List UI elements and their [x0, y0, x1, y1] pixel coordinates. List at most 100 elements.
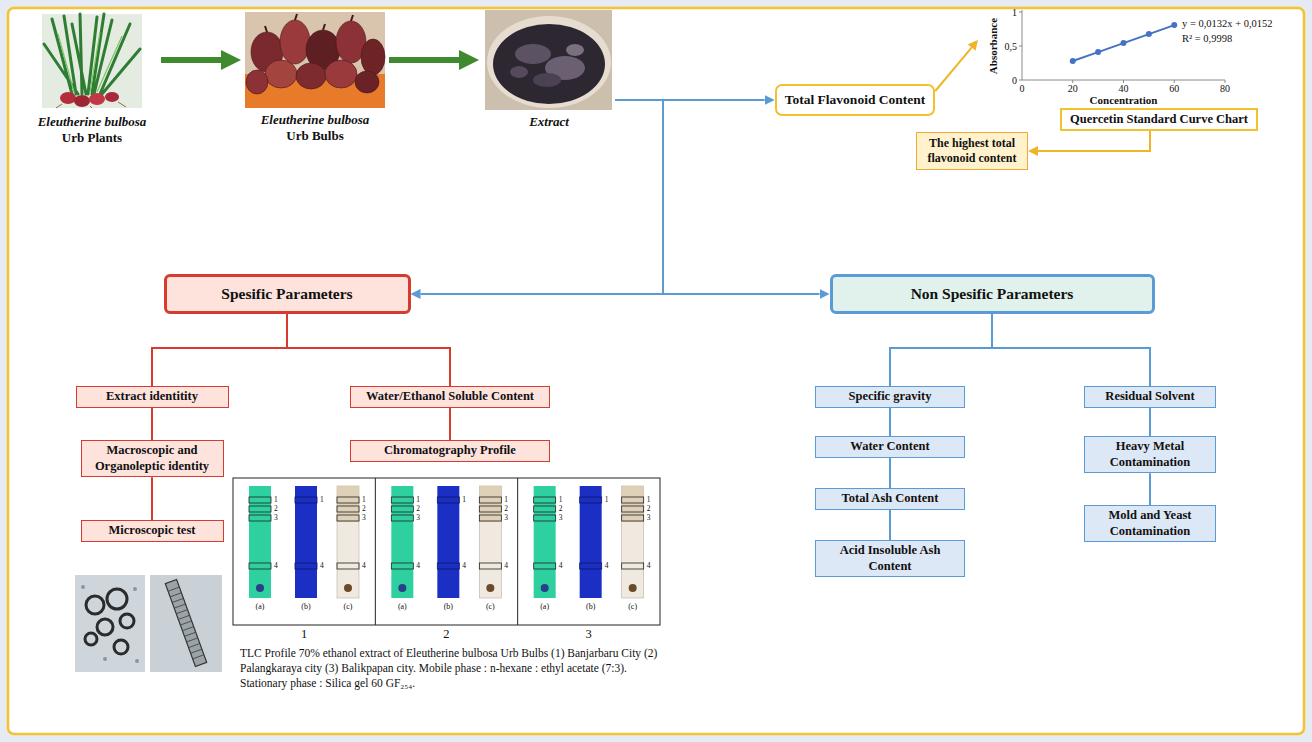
box-text: Non Spesific Parameters — [843, 285, 1142, 303]
axis-title: Concentration — [1090, 94, 1158, 106]
connector — [1149, 408, 1151, 436]
axis-tick: 0,5 — [1005, 41, 1018, 52]
connector — [889, 458, 891, 488]
axis-tick: 0 — [1020, 83, 1025, 94]
parameter-box: Chromatography Profile — [350, 440, 550, 462]
panel-number: 1 — [301, 628, 307, 642]
bulb-photo: Eleutherine bulbosaUrb Bulbs — [245, 12, 385, 143]
connector — [161, 57, 221, 63]
axis-tick: 20 — [1068, 83, 1078, 94]
band-number: 2 — [559, 505, 563, 513]
strip-letter: (c) — [486, 603, 495, 612]
band-number: 1 — [462, 496, 466, 504]
band-number: 2 — [504, 505, 508, 513]
box-text: Heavy Metal Contamination — [1089, 439, 1211, 470]
box-text: Total Flavonoid Content — [785, 92, 926, 108]
parameter-box: Mold and Yeast Contamination — [1084, 505, 1216, 542]
band-number: 2 — [416, 505, 420, 513]
box-text: Water/Ethanol Soluble Content — [355, 389, 545, 405]
parameter-box: Extract identitity — [76, 386, 229, 408]
band-number: 3 — [274, 514, 278, 522]
connector — [890, 314, 992, 386]
axis-tick: 60 — [1169, 83, 1179, 94]
panel-number: 2 — [443, 628, 449, 642]
band-number: 4 — [320, 562, 324, 570]
band-number: 1 — [274, 496, 278, 504]
parameter-box: Acid Insoluble Ash Content — [815, 540, 965, 577]
band-number: 4 — [559, 562, 563, 570]
band-number: 1 — [416, 496, 420, 504]
parameter-box: Water Content — [815, 436, 965, 458]
band-number: 1 — [362, 496, 366, 504]
band-number: 3 — [647, 514, 651, 522]
connector — [1149, 473, 1151, 505]
connector — [1038, 131, 1150, 151]
band-number: 1 — [504, 496, 508, 504]
connector — [151, 477, 153, 520]
box-text: Urb Bulbs — [245, 128, 385, 144]
axis-title: Absorbance — [987, 18, 999, 74]
process-box: Total Flavonoid Content — [775, 84, 936, 116]
connector — [615, 100, 820, 294]
extract-photo-art — [485, 10, 612, 110]
parameter-box: Macroscopic and Organoleptic identity — [81, 440, 224, 477]
band-number: 1 — [605, 496, 609, 504]
connector — [287, 314, 450, 386]
box-text: Spesific Parameters — [177, 285, 398, 303]
connector — [152, 314, 287, 386]
strip-letter: (a) — [398, 603, 407, 612]
connector — [889, 408, 891, 436]
connector — [421, 100, 664, 294]
figure-caption: TLC Profile 70% ethanol extract of Eleut… — [240, 646, 658, 691]
box-text: Microscopic test — [86, 523, 219, 539]
band-number: 1 — [647, 496, 651, 504]
parameter-box: Heavy Metal Contamination — [1084, 436, 1216, 473]
band-number: 4 — [362, 562, 366, 570]
box-text: Urb Plants — [27, 130, 157, 146]
axis-tick: 0 — [1012, 75, 1017, 86]
band-number: 4 — [462, 562, 466, 570]
band-number: 3 — [504, 514, 508, 522]
equation-label: y = 0,0132x + 0,0152 — [1182, 18, 1273, 30]
category-box: Spesific Parameters — [164, 274, 411, 314]
parameter-box: Microscopic test — [81, 520, 224, 542]
strip-letter: (b) — [301, 603, 310, 612]
band-number: 4 — [504, 562, 508, 570]
band-number: 1 — [559, 496, 563, 504]
connector — [449, 408, 451, 440]
band-number: 3 — [362, 514, 366, 522]
band-number: 2 — [647, 505, 651, 513]
category-box: Non Spesific Parameters — [830, 274, 1155, 314]
plant-photo-art — [42, 14, 142, 108]
box-text: Macroscopic and Organoleptic identity — [86, 443, 219, 474]
band-number: 4 — [416, 562, 420, 570]
bulb-photo-art — [245, 12, 385, 108]
box-text: Acid Insoluble Ash Content — [820, 543, 960, 574]
band-number: 4 — [647, 562, 651, 570]
strip-letter: (b) — [444, 603, 453, 612]
parameter-box: Water/Ethanol Soluble Content — [350, 386, 550, 408]
connector — [151, 408, 153, 440]
connector — [992, 314, 1150, 386]
species-name: Extract — [483, 114, 615, 130]
axis-tick: 40 — [1119, 83, 1129, 94]
result-box: The highest total flavonoid content — [916, 132, 1028, 170]
box-text: Extract identitity — [81, 389, 224, 405]
strip-letter: (c) — [628, 603, 637, 612]
band-number: 4 — [605, 562, 609, 570]
strip-letter: (a) — [256, 603, 265, 612]
band-number: 3 — [559, 514, 563, 522]
band-number: 2 — [362, 505, 366, 513]
parameter-box: Residual Solvent — [1084, 386, 1216, 408]
panel-number: 3 — [586, 628, 592, 642]
box-text: Water Content — [820, 439, 960, 455]
extract-photo: Extract — [483, 10, 615, 130]
frame — [8, 8, 1304, 734]
band-number: 2 — [274, 505, 278, 513]
box-text: The highest total flavonoid content — [921, 136, 1023, 166]
parameter-box: Specific gravity — [815, 386, 965, 408]
strip-letter: (c) — [344, 603, 353, 612]
microscope-photo — [75, 575, 145, 672]
axis-tick: 1 — [1012, 7, 1017, 18]
connector — [889, 510, 891, 540]
